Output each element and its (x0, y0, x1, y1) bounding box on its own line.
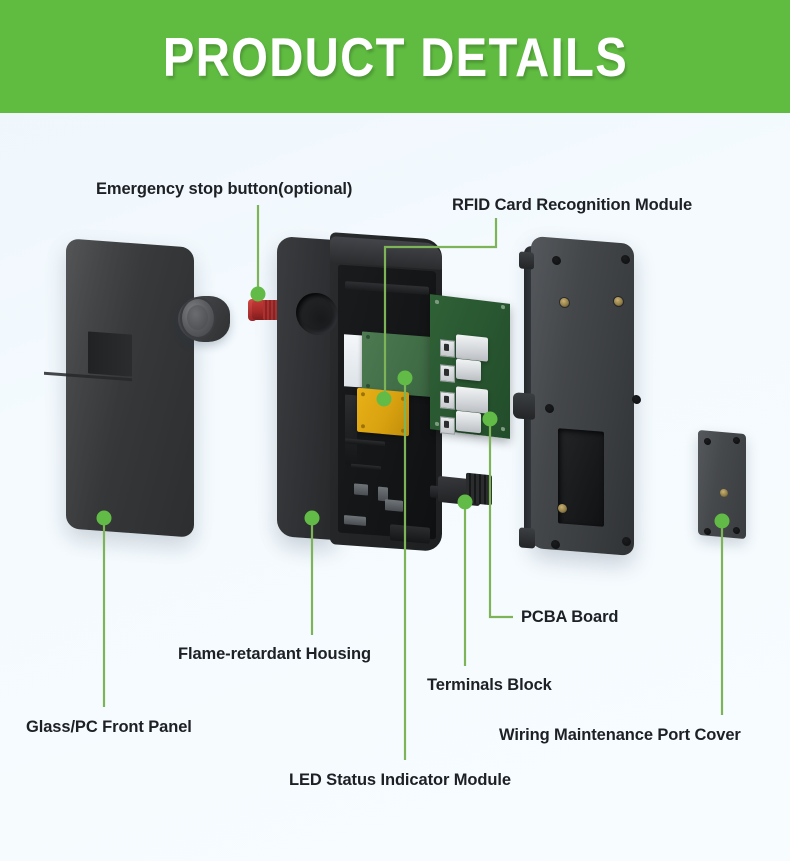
terminal-tab-3 (440, 391, 455, 410)
back-plate-hole-3 (545, 403, 554, 414)
back-plate-hole-6 (622, 536, 631, 547)
part-led-status-indicator-module (357, 387, 409, 437)
port-cover-hole-2 (733, 436, 740, 445)
back-plate-insert-2 (614, 296, 623, 307)
terminal-body-1 (456, 334, 488, 362)
terminal-body-4 (456, 410, 481, 434)
back-plate-nub-mid (513, 392, 535, 420)
housing-internal-rib-1 (345, 394, 357, 466)
back-plate-hole-1 (552, 255, 561, 266)
terminal-tab-4 (440, 416, 455, 435)
housing-internal-clip-3 (344, 515, 366, 526)
callout-label-emergency-stop: Emergency stop button(optional) (96, 180, 353, 198)
back-plate-hole-4 (632, 394, 641, 405)
page-title: PRODUCT DETAILS (162, 25, 628, 88)
callout-label-wiring-maintenance-port-cover: Wiring Maintenance Port Cover (499, 726, 741, 744)
callout-label-pcba-board: PCBA Board (521, 608, 619, 626)
terminal-tab-1 (440, 339, 455, 358)
port-cover-hole-4 (733, 526, 740, 535)
port-cover-hole-1 (704, 437, 711, 446)
back-plate-nub-top (519, 251, 534, 270)
callout-label-led-status-indicator-module: LED Status Indicator Module (289, 771, 511, 789)
back-plate-hole-2 (621, 254, 630, 265)
terminal-body-3 (456, 386, 488, 414)
terminal-body-2 (456, 358, 481, 382)
callout-label-rfid-module: RFID Card Recognition Module (452, 196, 693, 214)
housing-internal-clip-4 (385, 499, 403, 512)
connector-fins (466, 472, 492, 506)
part-glass-pc-front-panel (66, 238, 194, 538)
back-plate-hole-5 (551, 539, 560, 550)
part-rotary-knob-core (187, 305, 208, 330)
callout-label-flame-retardant-housing: Flame-retardant Housing (178, 645, 371, 663)
back-plate-insert-1 (560, 297, 569, 308)
port-cover-insert (720, 488, 728, 498)
callout-label-glass-pc-front-panel: Glass/PC Front Panel (26, 718, 192, 736)
housing-bottom-lip (390, 524, 430, 544)
part-housing-side (277, 235, 335, 541)
back-plate-nub-bottom (519, 527, 535, 549)
housing-internal-clip-1 (354, 483, 368, 496)
page-header-banner: PRODUCT DETAILS (0, 0, 790, 113)
port-cover-hole-3 (704, 527, 711, 536)
part-emergency-stop-ribs (263, 300, 280, 320)
back-plate-insert-3 (558, 503, 567, 514)
leader-line-pcba-board (488, 419, 513, 619)
callout-label-terminals-block: Terminals Block (427, 676, 552, 694)
front-panel-slot (88, 331, 132, 377)
terminal-tab-2 (440, 364, 455, 383)
part-wiring-maintenance-port-cover (698, 429, 746, 540)
